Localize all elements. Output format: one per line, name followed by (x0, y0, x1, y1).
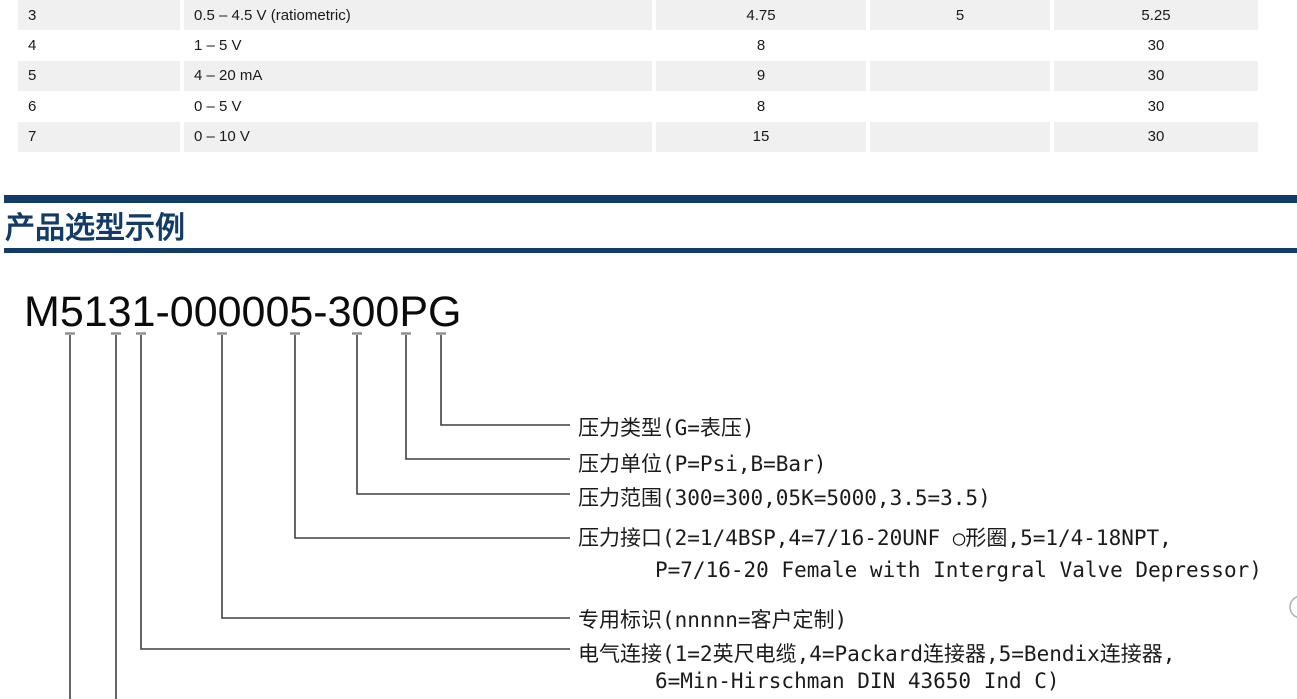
row-id-cell: 4 (28, 37, 37, 55)
row-desc-cell: 0 – 10 V (184, 121, 652, 152)
callout-line-pressure-unit (405, 335, 570, 460)
row-id-cell: 7 (18, 121, 180, 152)
row-id-cell: 5 (18, 60, 180, 92)
callout-line-pressure-type (440, 335, 570, 426)
row-desc-cell: 0 – 5 V (194, 97, 242, 115)
section-header-rule (4, 248, 1297, 253)
row-min-cell: 15 (656, 121, 866, 152)
callout-line-pressure-range (356, 335, 570, 495)
section-header-bar-top (4, 195, 1297, 203)
callout-label-custom-id: 专用标识(nnnnn=客户定制) (578, 608, 848, 632)
table-row: 4 1 – 5 V 8 30 (18, 30, 1258, 60)
row-desc-cell: 1 – 5 V (194, 37, 242, 55)
callout-label-pressure-unit: 压力单位(P=Psi,B=Bar) (578, 452, 827, 476)
table-row: 7 0 – 10 V 15 30 (18, 121, 1258, 152)
row-id-cell: 3 (18, 0, 180, 31)
callout-line-pressure-port (294, 335, 570, 539)
callout-label-pressure-range: 压力范围(300=300,05K=5000,3.5=3.5) (578, 486, 991, 510)
row-max-cell: 30 (1054, 60, 1258, 92)
callout-label-pressure-type: 压力类型(G=表压) (578, 416, 755, 440)
callout-line-custom-id (221, 335, 570, 619)
callout-line-electrical (140, 335, 570, 650)
row-min-cell: 4.75 (656, 0, 866, 31)
row-typ-cell (870, 60, 1050, 92)
row-min-cell: 9 (656, 60, 866, 92)
spec-table: 3 0.5 – 4.5 V (ratiometric) 4.75 5 5.25 … (18, 0, 1258, 152)
row-min-cell: 8 (756, 37, 766, 55)
row-typ-cell (870, 121, 1050, 152)
table-row: 3 0.5 – 4.5 V (ratiometric) 4.75 5 5.25 (18, 0, 1258, 31)
row-id-cell: 6 (28, 97, 37, 115)
callout-lines (69, 335, 570, 699)
callout-label-pressure-port: 压力接口(2=1/4BSP,4=7/16-20UNF ○形圈,5=1/4-18N… (578, 526, 1172, 550)
section-title: 产品选型示例 (5, 211, 185, 246)
row-typ-cell: 5 (870, 0, 1050, 31)
callout-label-pressure-port-cont: P=7/16-20 Female with Intergral Valve De… (655, 558, 1262, 582)
callout-label-electrical-cont: 6=Min-Hirschman DIN 43650 Ind C) (655, 669, 1060, 693)
row-desc-cell: 0.5 – 4.5 V (ratiometric) (184, 0, 652, 31)
row-max-cell: 30 (1147, 37, 1165, 55)
row-min-cell: 8 (756, 97, 766, 115)
row-max-cell: 30 (1147, 97, 1165, 115)
page-edge-mark (1289, 595, 1297, 619)
callout-label-electrical: 电气连接(1=2英尺电缆,4=Packard连接器,5=Bendix连接器, (578, 642, 1176, 666)
row-desc-cell: 4 – 20 mA (184, 60, 652, 92)
table-row: 5 4 – 20 mA 9 30 (18, 60, 1258, 92)
part-number: M5131-000005-300PG (24, 288, 462, 336)
table-row: 6 0 – 5 V 8 30 (18, 91, 1258, 121)
row-max-cell: 30 (1054, 121, 1258, 152)
row-max-cell: 5.25 (1054, 0, 1258, 31)
